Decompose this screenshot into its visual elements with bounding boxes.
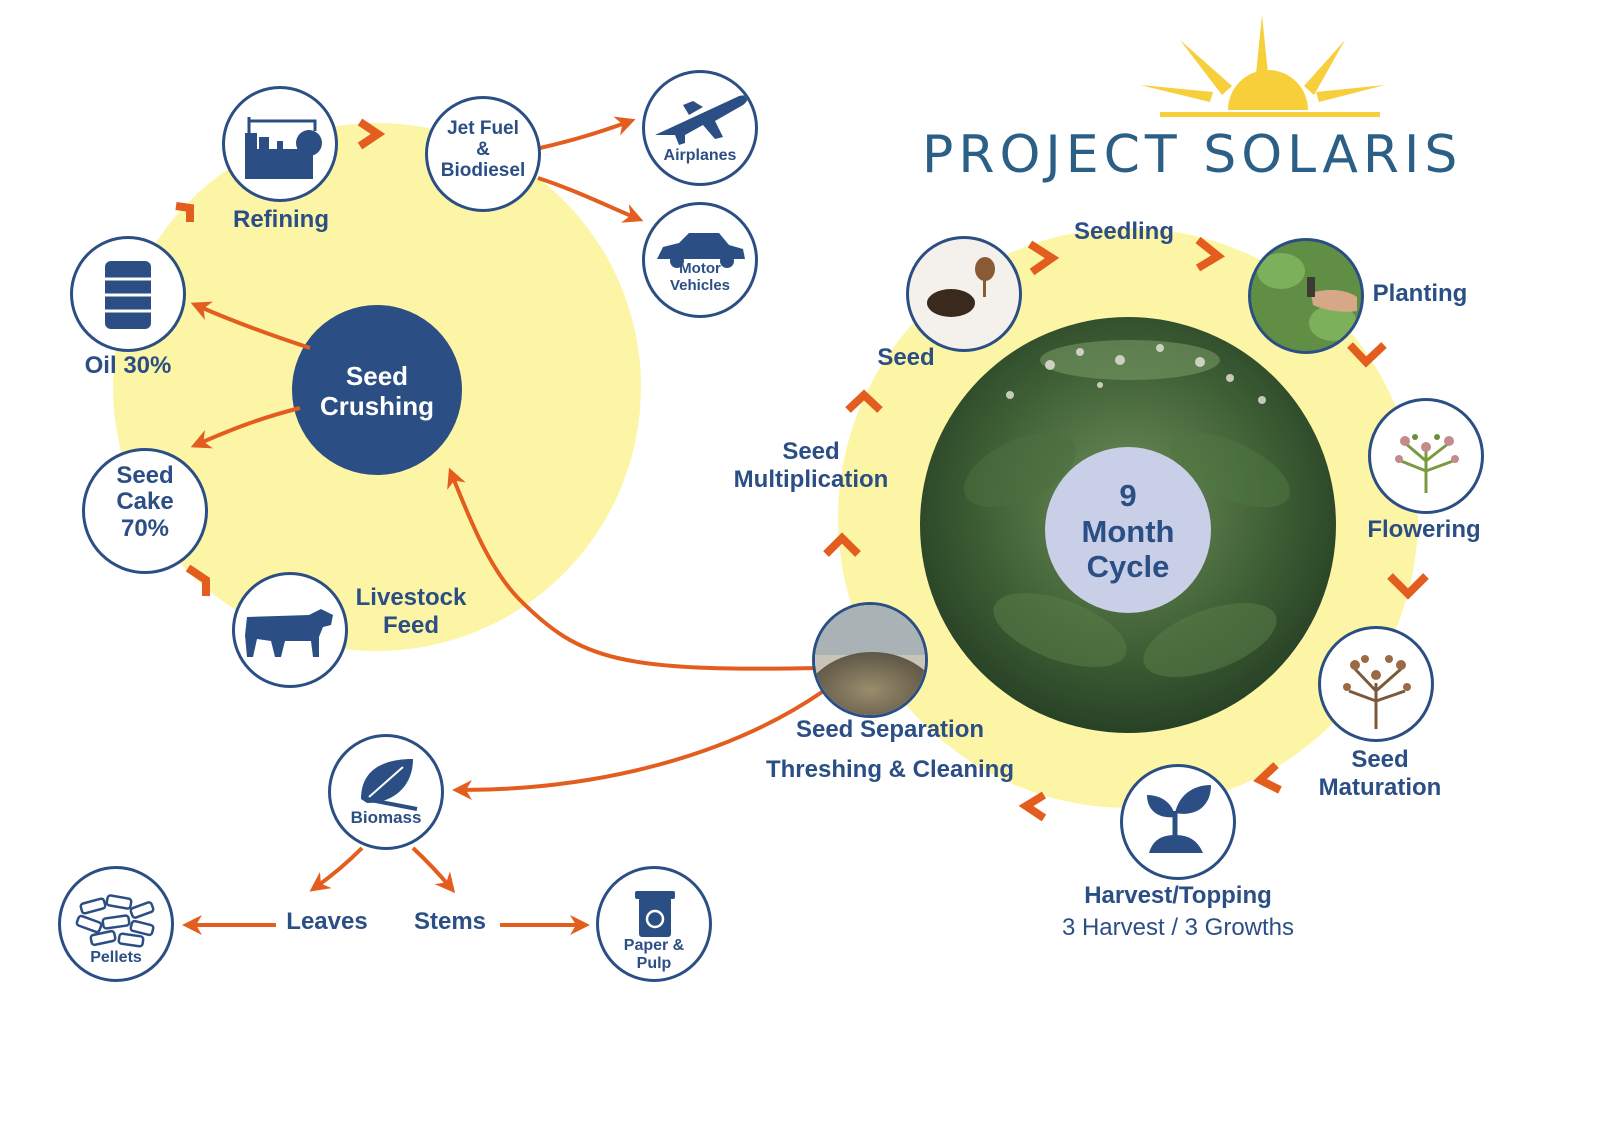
recycle-bin-icon [635, 891, 675, 937]
oil-label: Oil 30% [84, 352, 172, 379]
multiplication-line-1: Seed [782, 438, 840, 465]
chevron-harvest-separation [1018, 791, 1047, 822]
seedcake-circle: Seed Cake 70% [82, 448, 208, 574]
car-icon [657, 233, 745, 268]
chevron-separation-multiplication [823, 532, 861, 557]
paper-line-2: Pulp [636, 954, 672, 972]
separation-line-1: Seed Separation [795, 716, 985, 743]
oil-barrel-icon [105, 261, 151, 329]
cycle-center-line-2: Month [1081, 513, 1175, 549]
maturation-line-1: Seed [1351, 746, 1409, 773]
seed-crushing-disc [292, 305, 462, 475]
jetfuel-line-3: Biodiesel [440, 159, 526, 181]
flower-icon [1395, 434, 1459, 493]
livestock-circle [232, 572, 348, 688]
maturation-line-2: Maturation [1318, 773, 1442, 801]
pellets-icon [75, 894, 155, 948]
airplanes-circle: Airplanes [642, 70, 758, 186]
seedcake-line-3: 70% [120, 514, 170, 542]
separation-line-2: Threshing & Cleaning [765, 755, 1014, 783]
arrow-crushing-oil [190, 301, 311, 350]
flowering-photo-circle [1368, 398, 1484, 514]
arrow-crushing-cake [190, 406, 301, 449]
seed-pile-icon [927, 257, 995, 317]
seed-label: Seed [877, 344, 935, 371]
dried-seedhead-icon [1343, 655, 1411, 729]
airplanes-label: Airplanes [663, 147, 737, 164]
harvest-sub-label: 3 Harvest / 3 Growths [1061, 914, 1295, 941]
brand-wordmark: PROJECT SOLARIS [922, 125, 1463, 185]
motor-line-2: Vehicles [669, 276, 731, 294]
separation-photo-circle [812, 602, 928, 718]
jetfuel-line-1: Jet Fuel [447, 118, 519, 139]
cycle-center-line-3: Cycle [1086, 549, 1170, 585]
biomass-label: Biomass [350, 808, 422, 827]
hand-seedling-icon [1257, 253, 1357, 341]
flowering-label: Flowering [1367, 516, 1481, 543]
cycle-center-line-1: 9 [1119, 478, 1137, 513]
pellets-circle: Pellets [58, 866, 174, 982]
chevron-cake-livestock [185, 564, 210, 596]
seedling-label: Seedling [1073, 218, 1175, 245]
arrow-biomass-stems [411, 846, 456, 894]
arrow-separation-crushing [447, 467, 821, 671]
chevron-refining-jet [357, 118, 386, 150]
refining-icon-circle [222, 86, 338, 202]
chevron-flowering-maturation [1387, 573, 1429, 600]
arrow-jet-motor [537, 176, 644, 223]
chevron-maturation-harvest [1253, 762, 1282, 794]
chevron-oil-refining [175, 202, 194, 222]
seedcake-line-1: Seed [116, 462, 174, 489]
livestock-line-1: Livestock [355, 584, 467, 611]
jetfuel-circle: Jet Fuel & Biodiesel [425, 96, 541, 212]
arrow-jet-airplanes [539, 116, 636, 150]
harvest-circle [1120, 764, 1236, 880]
seedcake-line-2: Cake [116, 488, 174, 516]
seed-photo-circle [906, 236, 1022, 352]
jetfuel-line-2: & [476, 138, 490, 160]
chevron-planting-flowering [1347, 342, 1387, 368]
chevron-multiplication-seed [845, 389, 883, 413]
pellets-label: Pellets [90, 949, 142, 966]
grain-pile-icon [815, 605, 925, 715]
seed-crushing-line-1: Seed [345, 361, 409, 391]
chevron-seedling-planting [1195, 236, 1225, 272]
cow-icon [245, 609, 333, 657]
factory-icon [245, 117, 322, 179]
chevron-seed-seedling [1027, 240, 1060, 276]
harvest-label: Harvest/Topping [1084, 882, 1272, 909]
planting-label: Planting [1372, 280, 1468, 307]
airplane-icon [655, 95, 748, 145]
motor-circle: Motor Vehicles [642, 202, 758, 318]
arrow-separation-biomass [452, 690, 824, 800]
leaves-label: Leaves [286, 908, 368, 935]
stems-label: Stems [413, 908, 487, 935]
biomass-circle: Biomass [328, 734, 444, 850]
planting-photo-circle [1248, 238, 1364, 354]
sun-logo [1140, 15, 1385, 117]
sprout-icon [1147, 785, 1211, 853]
leaf-icon [361, 759, 418, 811]
maturation-photo-circle [1318, 626, 1434, 742]
multiplication-line-2: Multiplication [733, 465, 889, 493]
refining-label: Refining [233, 206, 329, 233]
cycle-center-disc [1045, 447, 1211, 613]
seed-crushing-line-2: Crushing [319, 390, 435, 421]
paper-circle: Paper & Pulp [596, 866, 712, 982]
arrow-biomass-leaves [309, 846, 364, 892]
livestock-line-2: Feed [382, 611, 439, 639]
oil-circle [70, 236, 186, 352]
motor-line-1: Motor [679, 260, 721, 277]
paper-line-1: Paper & [623, 937, 685, 954]
